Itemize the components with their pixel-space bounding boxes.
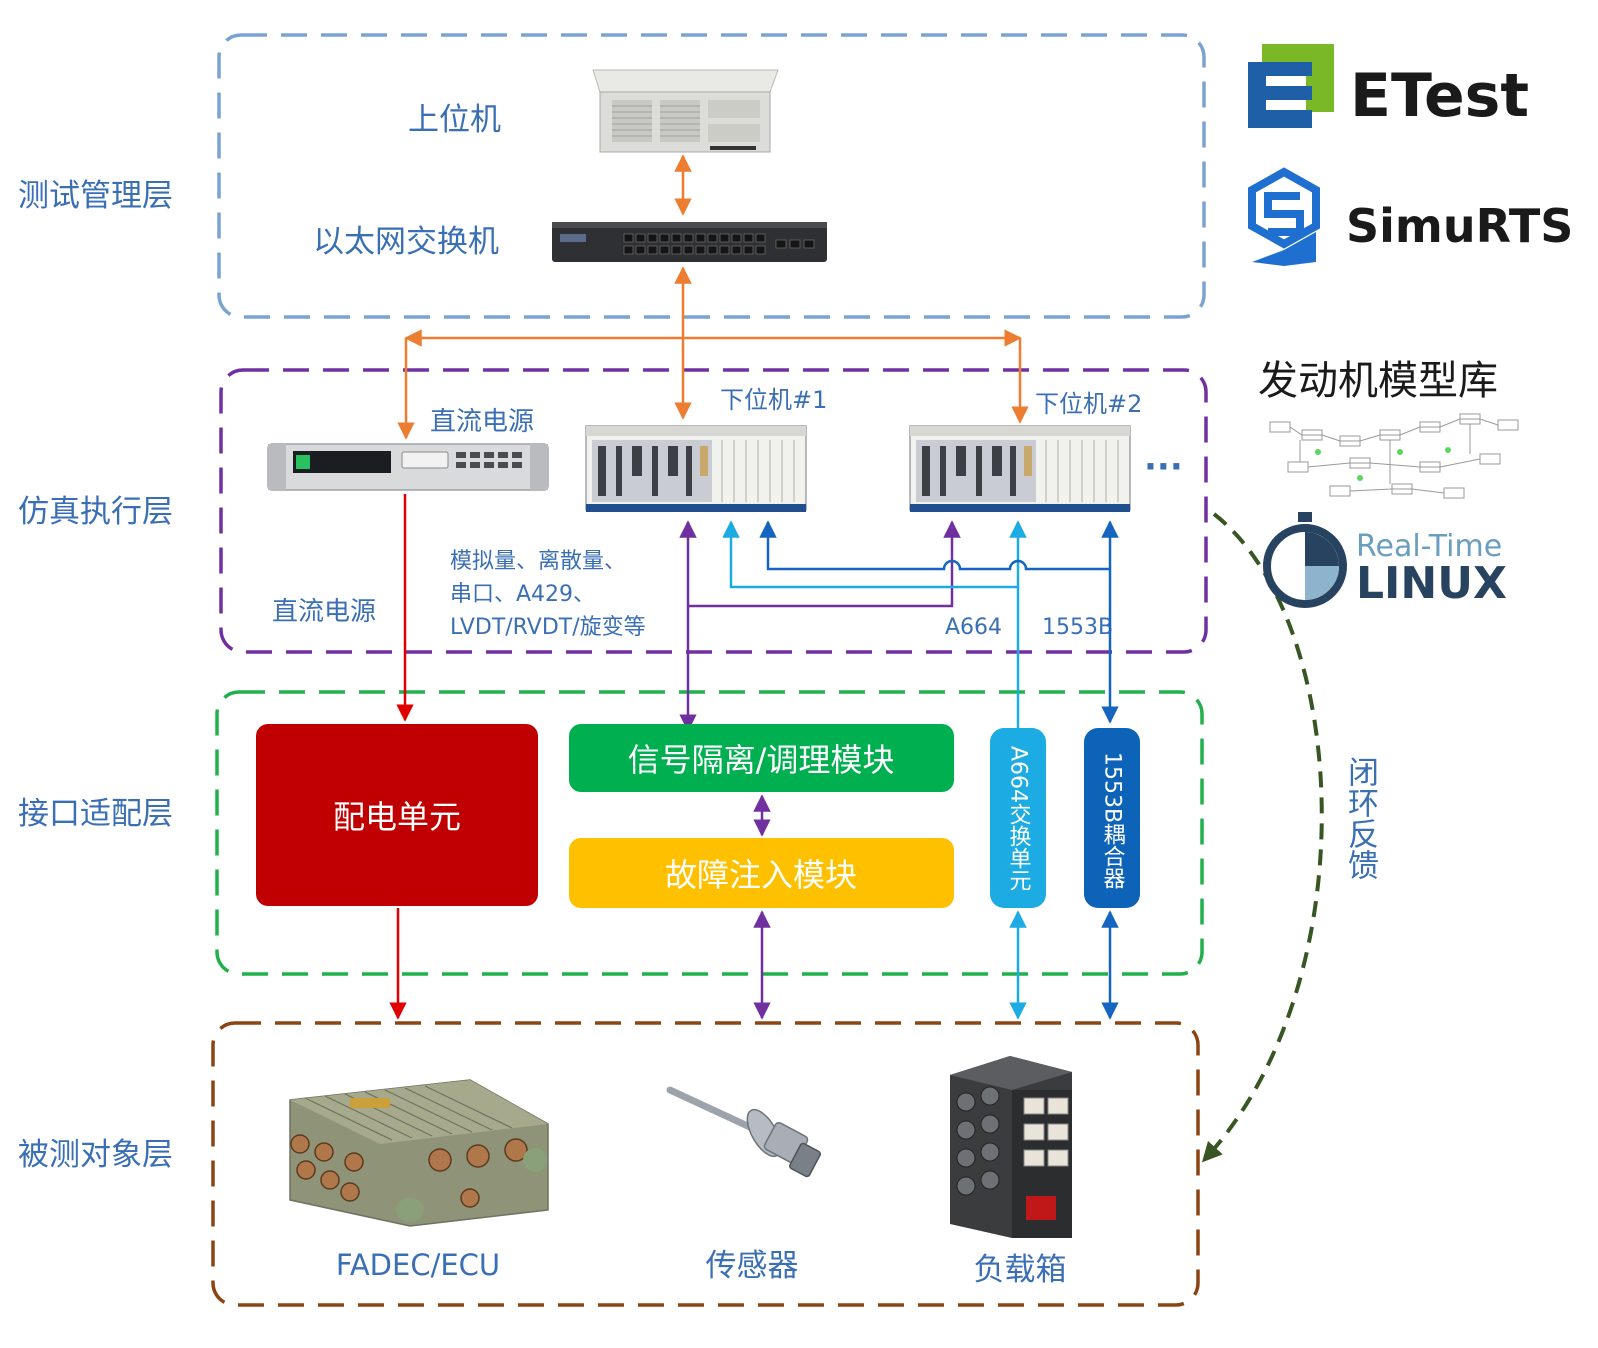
simurts-logo [1248,167,1320,266]
dc-power-left-label: 直流电源 [272,597,376,627]
target-computer-1-image [585,425,807,512]
sensor-image [666,1086,821,1178]
realtime-linux-line1: Real-Time [1356,529,1502,564]
layer-label-management: 测试管理层 [18,178,173,214]
engine-model-thumbnail-accents [1315,447,1451,481]
interface-layer-frame [215,690,1204,976]
engine-model-library-title: 发动机模型库 [1258,358,1498,404]
switch-label: 以太网交换机 [313,224,499,260]
more-targets-ellipsis: ··· [1144,447,1183,487]
dut-layer-frame [211,1021,1200,1307]
a664-bus [722,520,1018,589]
layer-label-dut: 被测对象层 [18,1137,173,1173]
target-computer-2-image [909,425,1131,512]
power-distribution-unit [256,724,538,906]
load-box-image [950,1056,1072,1238]
realtime-linux-line2: LINUX [1356,558,1507,609]
sensor-label: 传感器 [706,1248,799,1284]
realtime-linux-logo [1263,512,1347,608]
layer-label-simulation: 仿真执行层 [18,494,173,530]
b1553-bus-label: 1553B [1042,615,1113,640]
b1553-coupler-label: 1553B耦合器 [1100,752,1126,889]
signal-links [679,520,961,1020]
dc-power-links [389,494,414,1020]
load-box-label: 负载箱 [974,1252,1067,1288]
simurts-logo-text: SimuRTS [1346,199,1573,253]
simulation-layer-frame [219,368,1208,654]
b1553-coupler [1084,728,1140,908]
ethernet-links [397,154,1029,440]
a664-switch-unit [990,728,1046,908]
management-layer-frame [217,33,1206,319]
etest-logo-text: ETest [1350,61,1529,131]
signals-label-line3: LVDT/RVDT/旋变等 [450,615,646,640]
target-computer-1-label: 下位机#1 [720,386,827,414]
engine-model-diagram-thumbnail [1269,413,1519,499]
layer-label-interface: 接口适配层 [18,796,173,832]
feedback-label: 闭环反馈 [1342,756,1379,880]
a664-bus-label: A664 [945,615,1002,640]
host-label: 上位机 [408,102,501,138]
target-computer-2-label: 下位机#2 [1035,390,1142,418]
fault-injection-module [569,838,954,908]
power-distribution-unit-label: 配电单元 [333,798,461,836]
signals-label-line2: 串口、A429、 [450,582,595,607]
fadec-ecu-label: FADEC/ECU [336,1248,500,1282]
etest-logo [1248,44,1334,128]
dc-power-supply-image [267,443,549,491]
signal-conditioning-module [569,724,954,792]
signal-conditioning-module-label: 信号隔离/调理模块 [628,741,895,779]
b1553-links [759,520,1119,1020]
target2-signal-link [688,520,961,608]
dc-power-top-label: 直流电源 [430,407,534,437]
a664-links [722,520,1027,1020]
host-computer-image [592,69,779,153]
fault-injection-module-label: 故障注入模块 [665,856,857,894]
b1553-bus [759,520,1110,571]
ethernet-switch-image [552,222,827,262]
fadec-ecu-image [289,1079,549,1227]
signals-label-line1: 模拟量、离散量、 [450,549,626,574]
closed-loop-feedback-arrow [1201,512,1324,1163]
a664-switch-unit-label: A664交换单元 [1006,746,1032,891]
